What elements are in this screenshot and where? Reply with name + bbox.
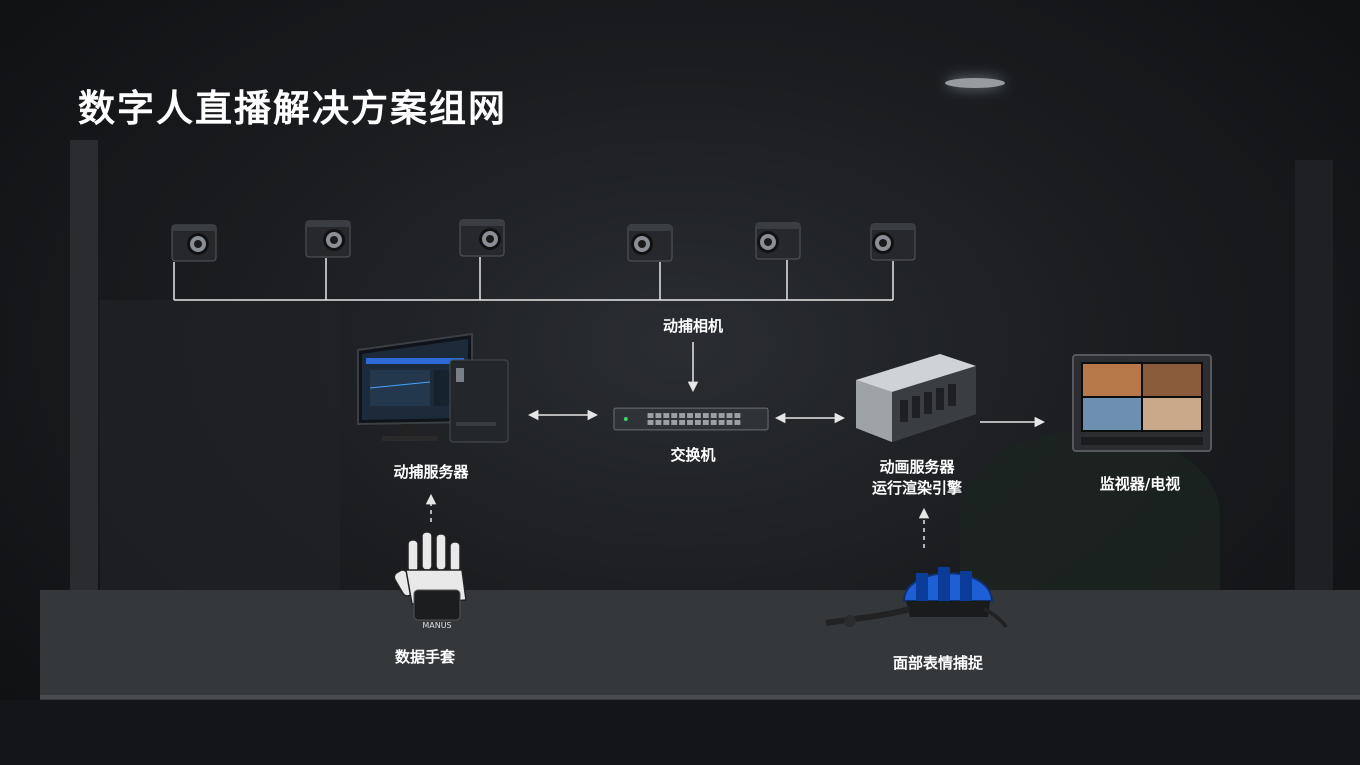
anim-server-label-line1: 动画服务器 (879, 458, 955, 476)
network-switch-icon (613, 407, 769, 431)
mocap-server-icon (357, 332, 509, 443)
ceiling-light (945, 78, 1005, 88)
mocap-server-label: 动捕服务器 (393, 463, 469, 481)
camera-icon (305, 220, 351, 258)
page-title: 数字人直播解决方案组网 (78, 87, 507, 130)
data-glove-icon: MANUS (393, 531, 467, 630)
floor-edge (40, 695, 1360, 699)
cameras-label: 动捕相机 (662, 317, 723, 335)
stage-floor (40, 590, 1360, 700)
monitor-tv-icon (1072, 354, 1212, 452)
camera-icon (755, 222, 801, 260)
animation-server-icon (856, 354, 976, 442)
camera-icon (627, 224, 673, 262)
monitor-label: 监视器/电视 (1099, 475, 1181, 493)
glove-brand-text: MANUS (422, 621, 451, 630)
camera-icon (459, 219, 505, 257)
foreground-dark (0, 700, 1360, 765)
gloves-label: 数据手套 (394, 648, 455, 666)
face-capture-helmet-icon (825, 567, 1008, 629)
switch-label: 交换机 (670, 446, 716, 464)
left-building (100, 300, 340, 600)
face-capture-label: 面部表情捕捉 (892, 654, 983, 672)
anim-server-label-line2: 运行渲染引擎 (871, 479, 962, 497)
camera-icon (870, 223, 916, 261)
camera-icon (171, 224, 217, 262)
right-plants (960, 430, 1220, 600)
